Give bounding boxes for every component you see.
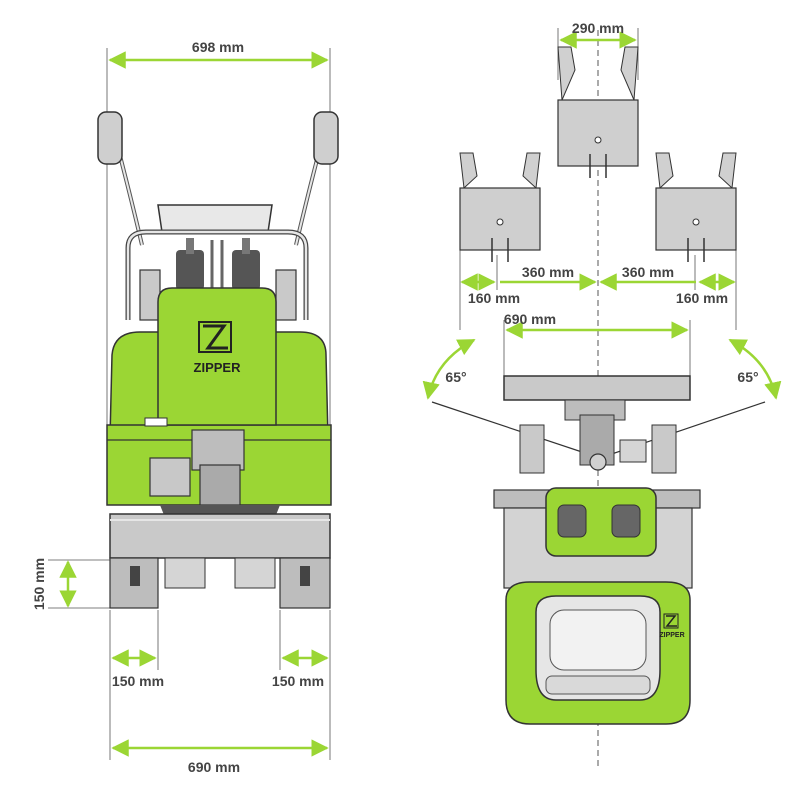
left-swing-label: 65°	[445, 369, 466, 385]
left-edge-label: 160 mm	[468, 290, 520, 306]
boom-assembly	[431, 399, 766, 474]
overall-width-label: 698 mm	[192, 39, 244, 55]
front-tracks	[109, 557, 331, 609]
right-side-panel	[275, 269, 297, 321]
centre-hood	[157, 287, 277, 426]
right-mirror	[294, 111, 339, 246]
top-brand-label: ZIPPER	[659, 632, 684, 639]
left-mirror	[97, 111, 144, 246]
front-undercarriage	[144, 417, 280, 515]
canopy	[157, 204, 273, 233]
blade-height-label: 150 mm	[31, 558, 47, 610]
zipper-logo-icon	[198, 321, 232, 353]
right-edge-label: 160 mm	[676, 290, 728, 306]
bucket-left	[459, 152, 541, 262]
right-swing-label: 65°	[737, 369, 758, 385]
blade-width-label: 690 mm	[504, 311, 556, 327]
right-swing-arrow	[728, 338, 782, 400]
left-swing-arrow	[422, 338, 476, 400]
top-view: 290 mm 360 mm 360 mm 160 mm 160 mm 690 m…	[422, 20, 782, 770]
front-view: ZIPPER 698 mm 150 mm 150 mm 15	[31, 39, 339, 775]
top-extension-lines	[459, 28, 737, 380]
top-dozer-blade	[503, 375, 691, 401]
track-width-label: 690 mm	[188, 759, 240, 775]
bucket-right	[655, 152, 737, 262]
bucket-width-label: 290 mm	[572, 20, 624, 36]
left-track-label: 150 mm	[112, 673, 164, 689]
left-offset-label: 360 mm	[522, 264, 574, 280]
left-side-panel	[139, 269, 161, 321]
right-track-label: 150 mm	[272, 673, 324, 689]
right-offset-label: 360 mm	[622, 264, 674, 280]
dozer-blade	[109, 513, 331, 559]
bucket-centre	[557, 46, 639, 178]
top-zipper-logo-icon	[663, 613, 679, 629]
control-levers	[176, 238, 260, 290]
front-brand-label: ZIPPER	[194, 360, 242, 375]
